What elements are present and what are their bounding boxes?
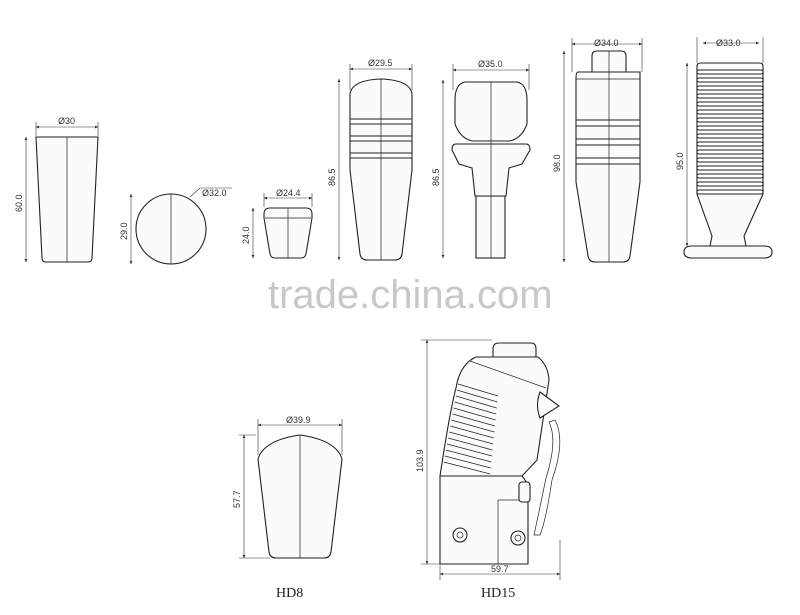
knob-6-diameter-label: Ø34.0 xyxy=(594,38,619,48)
hd15-height-label: 103.9 xyxy=(415,449,425,472)
hd8-caption: HD8 xyxy=(276,586,303,601)
hd15-screw-right xyxy=(510,530,526,546)
knob-2-diameter-label: Ø32.0 xyxy=(202,188,227,198)
hd15-grip-edge xyxy=(469,360,547,389)
watermark: trade.china.com xyxy=(268,273,553,317)
knob-7-rib xyxy=(696,149,764,155)
knob-4: Ø29.5 86.5 xyxy=(327,58,413,261)
knob-1-diameter-label: Ø30 xyxy=(58,116,75,126)
hd15-grip-rib xyxy=(445,449,492,463)
hd15-grip-rib xyxy=(454,401,497,415)
knob-6-rib xyxy=(575,157,641,165)
knob-1: Ø30 60.0 xyxy=(14,116,99,263)
hd15-grip-rib xyxy=(450,425,494,439)
knob-7-rib xyxy=(696,157,764,163)
knob-3: Ø24.4 24.0 xyxy=(241,188,313,259)
knob-6-height-label: 98.0 xyxy=(552,154,562,172)
knob-7-rib xyxy=(696,189,764,195)
hd15-caption: HD15 xyxy=(481,586,515,601)
knob-7-rib xyxy=(696,165,764,171)
knob-7-rib xyxy=(696,117,764,123)
knob-7-diameter-label: Ø33.0 xyxy=(716,38,741,48)
hd15-grip-rib xyxy=(457,383,499,397)
hd15-spring-clip xyxy=(533,419,561,536)
knob-7-rib xyxy=(696,69,764,75)
knob-7-rib xyxy=(696,109,764,115)
knob-3-height-label: 24.0 xyxy=(241,226,251,244)
hd15-screw-left-inner xyxy=(456,531,464,539)
knob-7-rib xyxy=(696,181,764,187)
hd15-grip-rib xyxy=(448,437,493,451)
knob-6-body xyxy=(575,71,641,263)
knob-7-flange xyxy=(683,245,773,259)
hd15-grip-ribs xyxy=(443,383,499,475)
knob-4-height-label: 86.5 xyxy=(327,168,337,186)
knob-1-height-label: 60.0 xyxy=(14,194,24,212)
knob-5-stem xyxy=(475,195,506,259)
knob-7-rib xyxy=(696,93,764,99)
hd15-grip-rib xyxy=(444,455,491,469)
knob-3-diameter-label: Ø24.4 xyxy=(276,188,301,198)
knob-7-rib xyxy=(696,141,764,147)
knob-7-ribs xyxy=(696,69,764,195)
hd15-grip-rib xyxy=(446,443,493,457)
knob-7-rib xyxy=(696,173,764,179)
knob-5: Ø35.0 86.5 xyxy=(431,59,531,259)
hd15-grip-rib xyxy=(451,419,495,433)
hd8-knob: Ø39.9 57.7 HD8 xyxy=(232,415,343,601)
knob-7-rib xyxy=(696,133,764,139)
hd15-grip-rib xyxy=(443,461,491,475)
knob-6: Ø34.0 98.0 xyxy=(552,38,643,263)
hd15-grip-rib xyxy=(449,431,494,445)
knob-2: Ø32.0 29.0 xyxy=(119,187,232,265)
hd15-screw-left xyxy=(452,527,468,543)
knob-2-leader xyxy=(189,187,201,198)
hd15-grip-rib xyxy=(452,413,496,427)
knob-7-height-label: 95.0 xyxy=(675,152,685,170)
hd15-grip-rib xyxy=(453,407,496,421)
knob-6-rib xyxy=(575,119,641,127)
hd15-grip xyxy=(439,356,550,477)
knob-7-rib xyxy=(696,101,764,107)
hd15-base xyxy=(439,475,529,565)
hd15-latch xyxy=(518,481,531,503)
hd15-trigger-lever xyxy=(536,391,560,419)
knob-2-height-label: 29.0 xyxy=(119,222,129,240)
hd15-width-label: 59.7 xyxy=(491,564,509,574)
hd15-grip-rib xyxy=(456,389,498,403)
hd8-height-label: 57.7 xyxy=(232,490,242,508)
knob-4-diameter-label: Ø29.5 xyxy=(368,58,393,68)
knob-5-height-label: 86.5 xyxy=(431,168,441,186)
knob-6-rib xyxy=(575,138,641,146)
hd15-screw-right-inner xyxy=(514,534,522,542)
hd8-diameter-label: Ø39.9 xyxy=(286,415,311,425)
hd15-top-cap xyxy=(492,342,537,358)
knob-7-rib xyxy=(696,85,764,91)
knob-7-rib xyxy=(696,77,764,83)
knob-7: Ø33.0 95.0 xyxy=(675,37,773,259)
knob-7-rib xyxy=(696,125,764,131)
hd15-grip-rib xyxy=(455,395,497,409)
hd15-handle: 103.9 59.7 HD15 xyxy=(415,339,561,601)
knob-5-diameter-label: Ø35.0 xyxy=(478,59,503,69)
